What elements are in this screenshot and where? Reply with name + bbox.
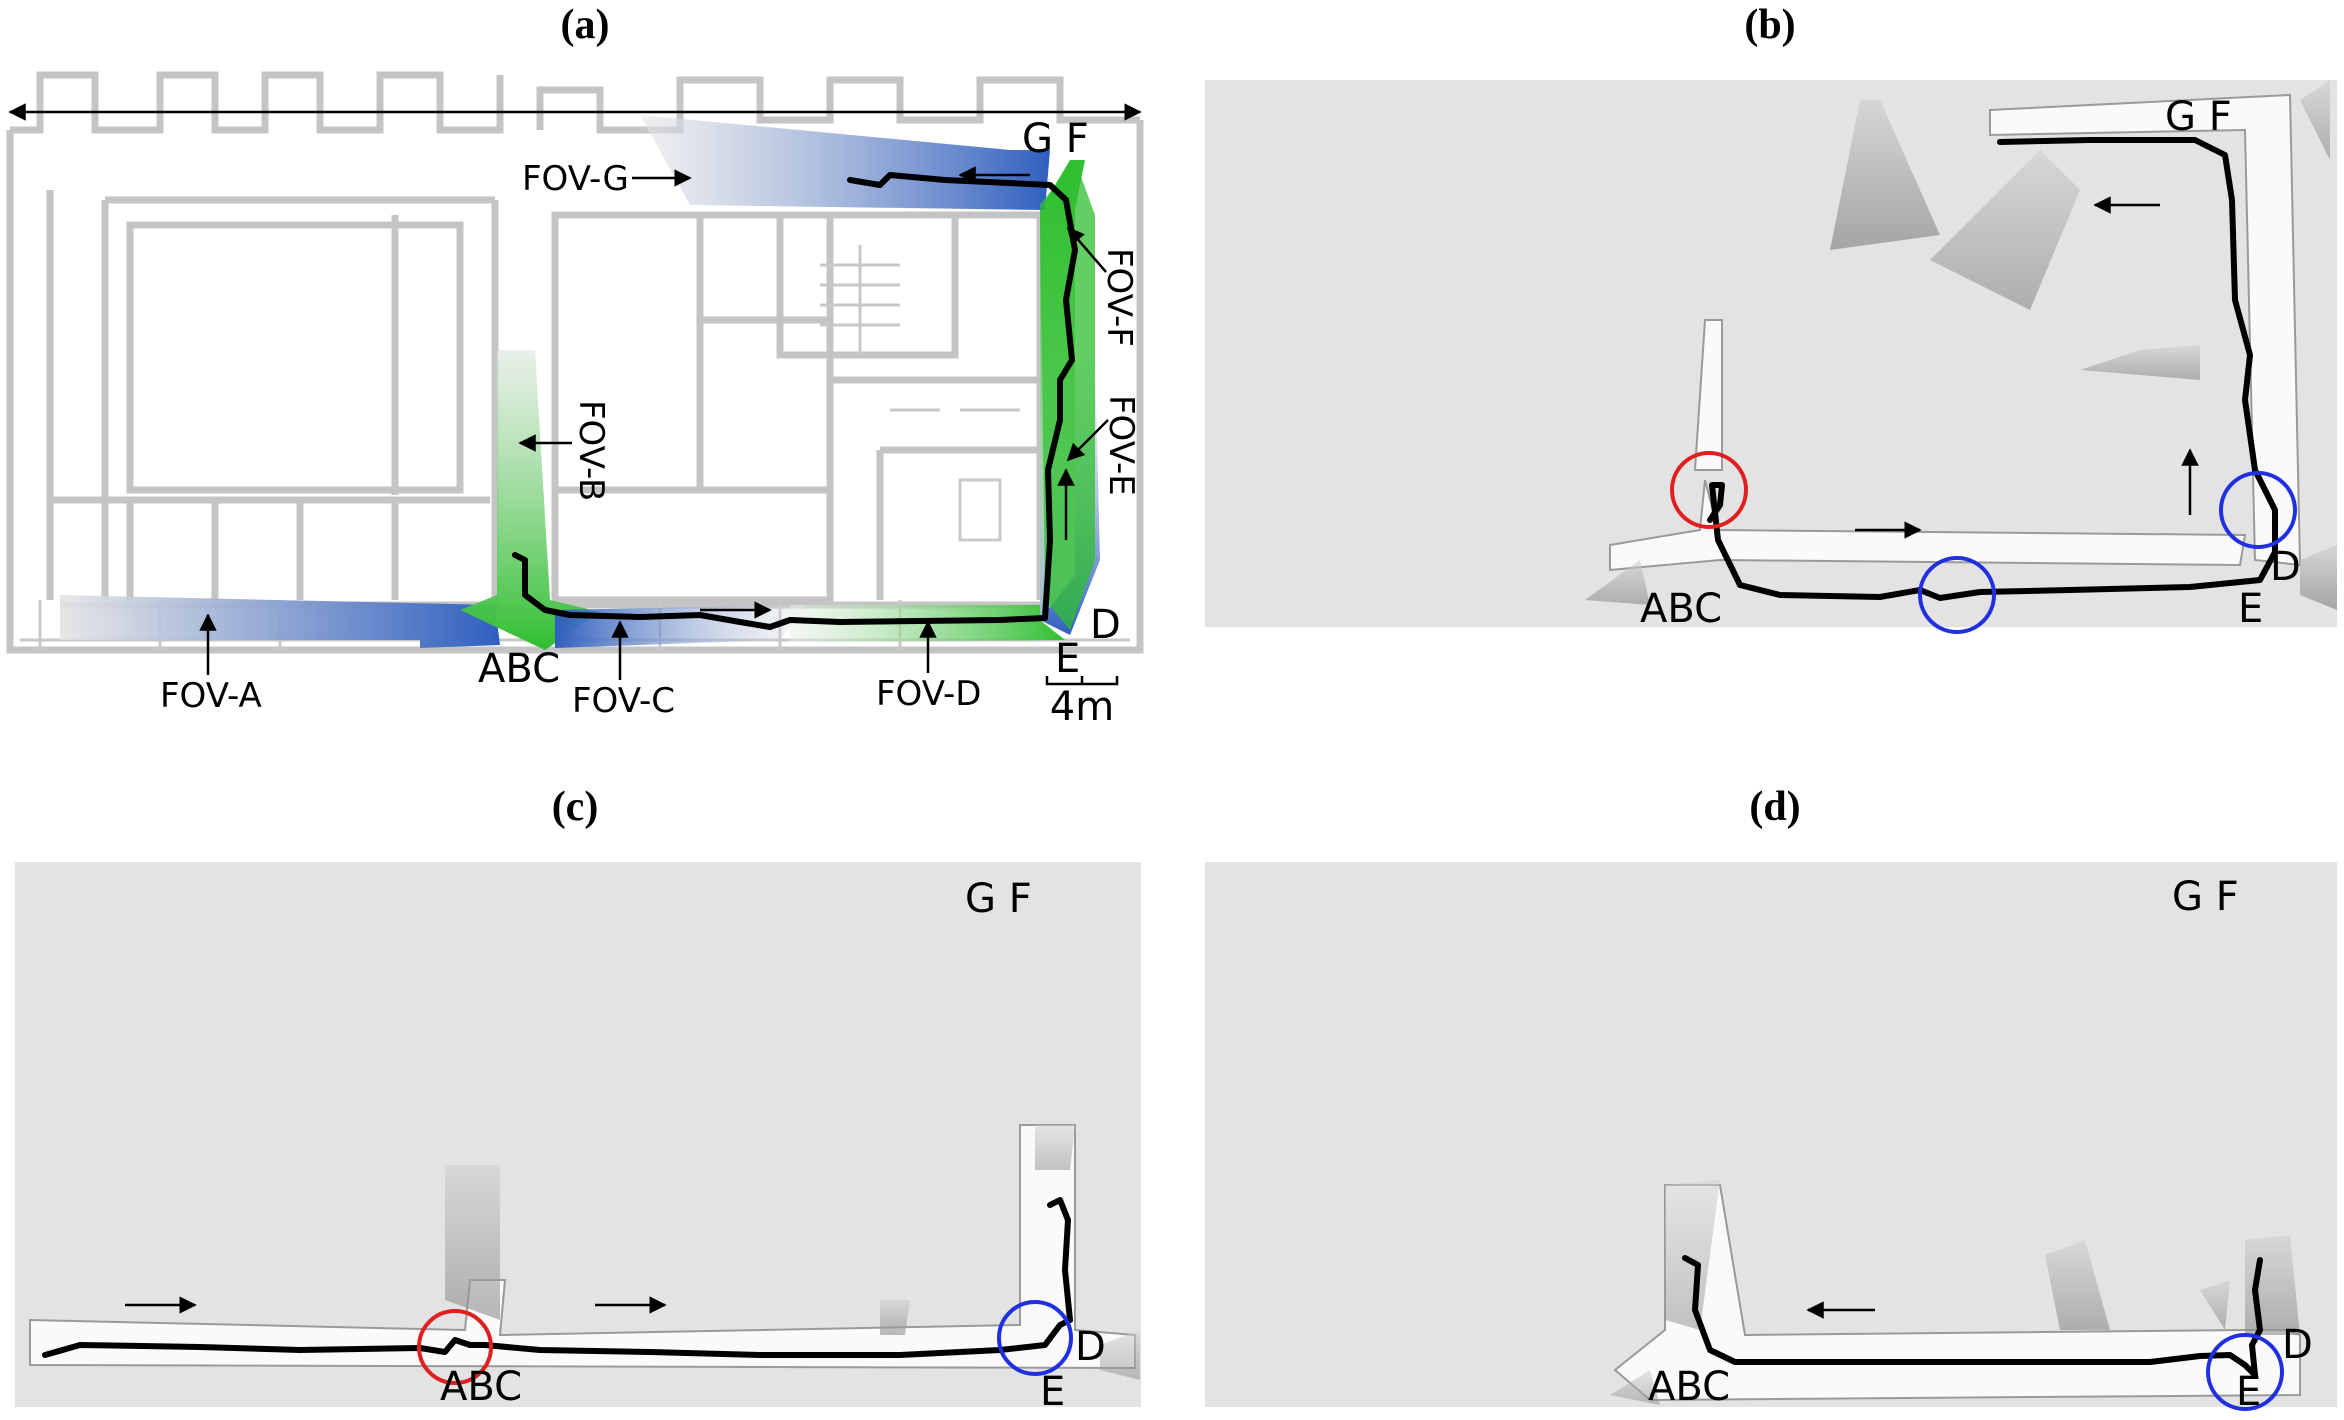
panel-c-place-e: E xyxy=(1040,1369,1065,1415)
fov-f-overlay xyxy=(1040,160,1095,630)
panel-c-trajectory xyxy=(42,1197,1073,1358)
panel-b-trajectory xyxy=(1707,137,2278,601)
panel-a-trajectory xyxy=(512,172,1078,630)
panel-c-loop-closure-circle xyxy=(417,1309,493,1385)
scale-bar: 4m xyxy=(1045,676,1119,730)
fov-e-pointer xyxy=(1066,419,1109,462)
fov-labels: FOV-A FOV-B FOV-C FOV-D FOV-E FOV-F FOV-… xyxy=(160,159,1141,721)
fov-f-pointer xyxy=(1066,226,1107,273)
panel-d-trajectory xyxy=(1682,1255,2263,1378)
fov-e-label: FOV-E xyxy=(1101,395,1141,496)
panel-a-place-gf: G F xyxy=(1022,116,1089,162)
panel-a-place-abc: ABC xyxy=(478,646,560,692)
panel-b-place-d: D xyxy=(2270,544,2301,590)
panel-a-title: (a) xyxy=(561,2,610,48)
fov-a-region xyxy=(60,595,500,648)
panel-d-map xyxy=(1205,862,2337,1407)
fov-f-label: FOV-F xyxy=(1099,248,1139,347)
panel-d-place-gf: G F xyxy=(2172,874,2239,920)
panel-a-place-e: E xyxy=(1055,636,1080,682)
panel-b-place-e: E xyxy=(2238,586,2263,632)
panel-b-loop-closure-circle xyxy=(1670,451,1748,529)
panel-c-map xyxy=(15,862,1141,1407)
panel-d-title: (d) xyxy=(1749,784,1800,830)
panel-b-correction-circle xyxy=(2219,471,2297,549)
fov-b-region xyxy=(460,350,600,650)
panel-b-place-abc: ABC xyxy=(1640,586,1722,632)
panel-c-place-d: D xyxy=(1075,1324,1106,1370)
panel-c-title: (c) xyxy=(552,784,599,830)
panel-d-place-d: D xyxy=(2282,1322,2313,1368)
fov-g-region xyxy=(640,115,1050,210)
fov-g-label: FOV-G xyxy=(522,159,629,199)
panel-d-place-abc: ABC xyxy=(1648,1364,1730,1410)
fov-b-label: FOV-B xyxy=(571,400,611,501)
panel-a-place-d: D xyxy=(1090,602,1121,648)
panel-b-map xyxy=(1205,80,2337,627)
panel-d-correction-circle xyxy=(2206,1333,2284,1411)
panel-d-place-e: E xyxy=(2236,1369,2261,1415)
panel-c-correction-circle xyxy=(997,1300,1073,1376)
scale-label: 4m xyxy=(1050,684,1114,730)
fov-d-label: FOV-D xyxy=(876,674,981,714)
panel-b-title: (b) xyxy=(1744,2,1795,48)
panel-c-place-gf: G F xyxy=(965,876,1032,922)
panel-c-place-abc: ABC xyxy=(440,1364,522,1410)
fov-a-label: FOV-A xyxy=(160,676,262,716)
fov-c-label: FOV-C xyxy=(572,681,675,721)
panel-b-place-gf: G F xyxy=(2165,94,2232,140)
panel-b-correction-circle xyxy=(1918,556,1996,634)
fov-regions xyxy=(60,115,1100,650)
